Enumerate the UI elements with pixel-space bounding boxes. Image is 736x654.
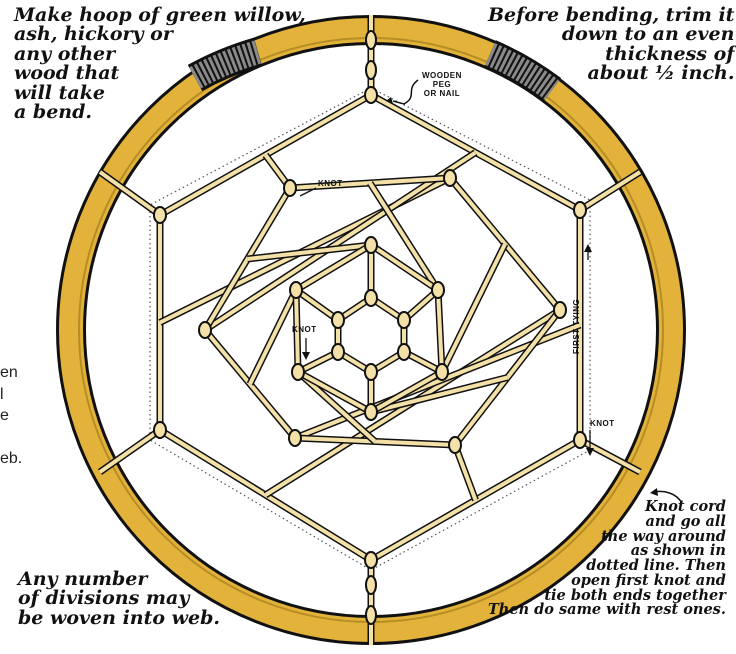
ring3-spoke-cord xyxy=(250,290,296,384)
ring2-spoke-cord xyxy=(455,445,476,500)
first-tying-label: FIRST TYING xyxy=(573,299,582,354)
knot-mark xyxy=(199,322,211,338)
twist-mark xyxy=(366,576,376,594)
knot-mark xyxy=(365,404,377,420)
knot-mark xyxy=(290,282,302,298)
left-text-fragment: en l e eb. xyxy=(0,362,22,470)
knot-label-1: KNOT xyxy=(318,180,343,189)
knot-mark xyxy=(365,87,377,103)
knot-mark xyxy=(154,207,166,223)
knot-mark xyxy=(449,437,461,453)
knot-mark xyxy=(574,432,586,448)
peg-label: WOODEN PEG OR NAIL xyxy=(422,72,462,98)
knot-mark xyxy=(332,344,344,360)
knot-mark xyxy=(365,290,377,306)
top-left-note: Make hoop of green willow, ash, hickory … xyxy=(14,6,306,122)
bottom-right-note: Knot cord and go all the way around as s… xyxy=(488,500,726,618)
ring4-spoke-cord xyxy=(296,290,338,320)
knot-mark xyxy=(292,364,304,380)
ring4-cord-outline xyxy=(338,298,404,372)
knot-mark xyxy=(154,422,166,438)
first-tying-arrow xyxy=(584,244,592,260)
knot-mark xyxy=(398,344,410,360)
knot-mark xyxy=(365,552,377,568)
knot-mark xyxy=(432,282,444,298)
knot-mark xyxy=(444,170,456,186)
twist-mark xyxy=(366,606,376,624)
bottom-left-note: Any number of divisions may be woven int… xyxy=(18,570,220,628)
knot-mark xyxy=(365,364,377,380)
knot-mark xyxy=(284,180,296,196)
ring1-cord xyxy=(160,95,580,560)
knot-label-3: KNOT xyxy=(590,420,615,429)
knot-mark xyxy=(554,302,566,318)
knot-mark xyxy=(289,430,301,446)
top-right-note: Before bending, trim it down to an even … xyxy=(488,6,734,84)
peg-arrow xyxy=(386,80,418,104)
knot-arrow-2 xyxy=(302,338,310,360)
knot-label-2: KNOT xyxy=(292,326,317,335)
ring1-cord-outline xyxy=(160,95,580,560)
twist-mark xyxy=(366,61,376,79)
twist-mark xyxy=(366,31,376,49)
knot-mark xyxy=(365,237,377,253)
knot-mark xyxy=(332,312,344,328)
knot-mark xyxy=(574,202,586,218)
knot-mark xyxy=(436,364,448,380)
knot-mark xyxy=(398,312,410,328)
